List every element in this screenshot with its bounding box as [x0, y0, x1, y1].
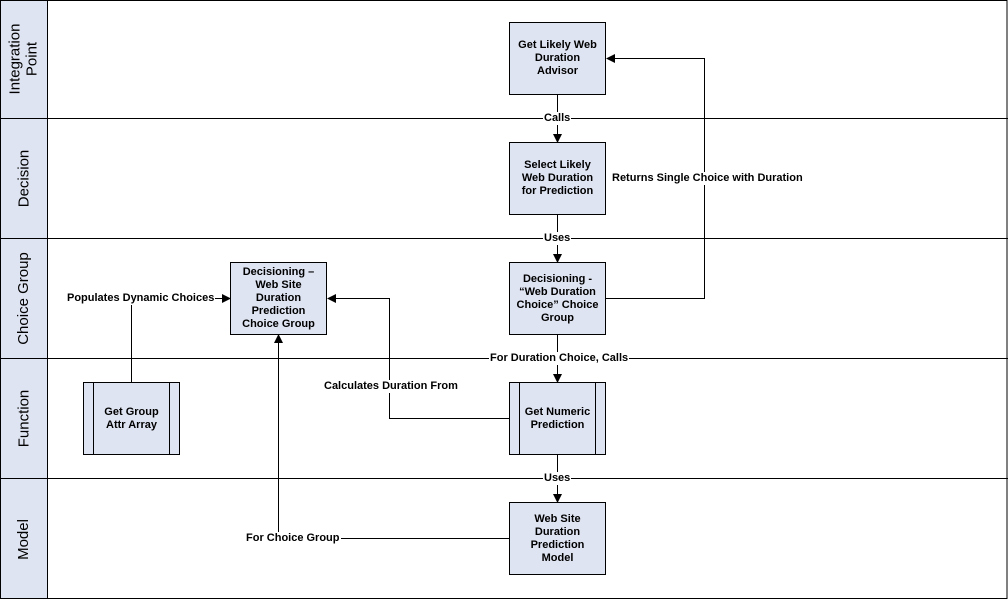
edge-calculates-duration-from — [327, 294, 510, 419]
lane-label-decision: Decision — [15, 149, 32, 208]
node-decisioning-web-duration-choice-group[interactable]: Decisioning - “Web Duration Choice” Choi… — [509, 262, 606, 335]
node-label: Decisioning – Web Site Duration Predicti… — [242, 266, 315, 330]
node-label: Web Site Duration Prediction Model — [530, 512, 585, 564]
edge-label-calls: Calls — [543, 112, 572, 125]
node-label: Get Group Attr Array — [104, 405, 159, 431]
edge-populates-dynamic-choices — [131, 294, 231, 382]
node-web-site-duration-prediction-model[interactable]: Web Site Duration Prediction Model — [509, 502, 606, 575]
edge-label-returns-single-choice: Returns Single Choice with Duration — [611, 172, 804, 185]
node-get-numeric-prediction[interactable]: Get Numeric Prediction — [509, 382, 606, 455]
node-get-likely-web-duration-advisor[interactable]: Get Likely Web Duration Advisor — [509, 22, 606, 95]
edge-label-for-choice-group: For Choice Group — [245, 532, 341, 545]
lane-label-choice-group: Choice Group — [15, 252, 32, 345]
lane-label-integration-point: Integration Point — [6, 23, 41, 95]
node-select-likely-web-duration[interactable]: Select Likely Web Duration for Predictio… — [509, 142, 606, 215]
node-decisioning-web-site-duration-prediction-choice-group[interactable]: Decisioning – Web Site Duration Predicti… — [230, 262, 327, 335]
lane-label-model: Model — [14, 518, 32, 560]
edge-label-uses: Uses — [543, 472, 572, 485]
lane-header-column — [0, 0, 48, 599]
edge-label-for-duration-choice-calls: For Duration Choice, Calls — [489, 352, 630, 365]
edge-label-calculates-duration-from: Calculates Duration From — [323, 380, 459, 393]
edge-label-populates-dynamic-choices: Populates Dynamic Choices — [66, 292, 216, 305]
lane-label-function: Function — [15, 389, 33, 448]
edge-for-choice-group — [274, 334, 510, 539]
node-label: Get Likely Web Duration Advisor — [518, 39, 597, 77]
edge-label-uses: Uses — [543, 232, 572, 245]
node-label: Get Numeric Prediction — [524, 405, 591, 431]
node-label: Decisioning - “Web Duration Choice” Choi… — [516, 272, 599, 324]
node-label: Select Likely Web Duration for Predictio… — [521, 159, 594, 197]
node-get-group-attr-array[interactable]: Get Group Attr Array — [83, 382, 180, 455]
